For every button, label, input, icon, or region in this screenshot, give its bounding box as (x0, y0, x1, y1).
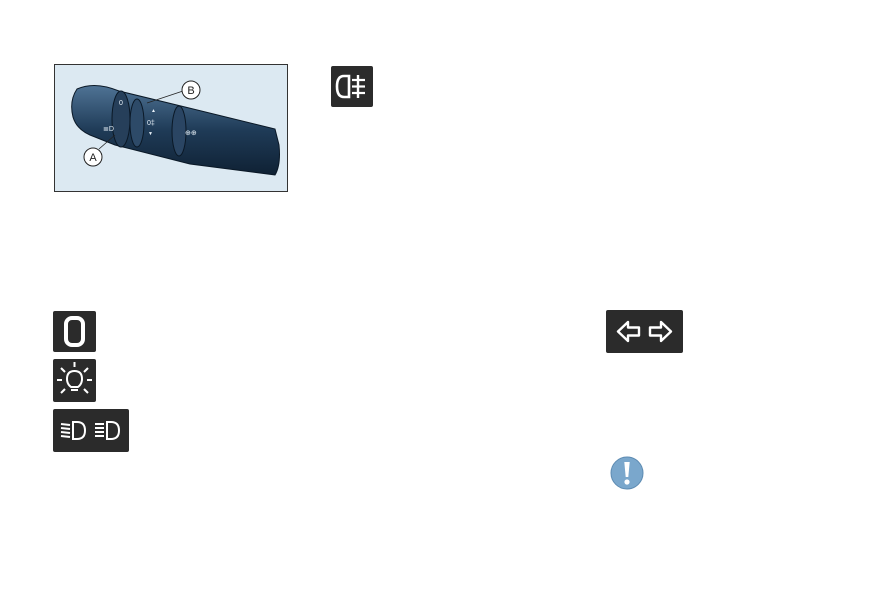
lighting-stalk-illustration: 0 ≣D 0‡ ▲ ▼ ⊕⊕ B A (71, 80, 280, 176)
warning-exclamation-icon (609, 455, 645, 491)
marking-dipped: ≣D (103, 124, 114, 133)
ring-b (129, 98, 145, 148)
lights-off-icon (53, 311, 96, 352)
callout-a-leader (98, 134, 116, 150)
dipped-main-beam-icon (53, 409, 129, 452)
ring-c (171, 105, 187, 157)
lighting-stalk-figure: 0 ≣D 0‡ ▲ ▼ ⊕⊕ B A (54, 64, 288, 192)
marking-sidelights: ⊕⊕ (185, 130, 197, 137)
rear-fog-light-icon (331, 66, 373, 107)
marking-off: 0 (119, 100, 123, 107)
callout-b-circle (181, 80, 201, 100)
direction-indicators-icon (606, 310, 683, 353)
marking-fog: 0‡ (147, 120, 155, 127)
marking-arrow-up: ▲ (151, 108, 156, 114)
callout-a-circle (83, 147, 103, 167)
callout-b-leader (146, 90, 184, 104)
marking-arrow-down: ▼ (148, 131, 153, 137)
sidelights-icon (53, 359, 96, 402)
callout-a-label: A (89, 152, 97, 164)
callout-b-label: B (187, 85, 194, 97)
